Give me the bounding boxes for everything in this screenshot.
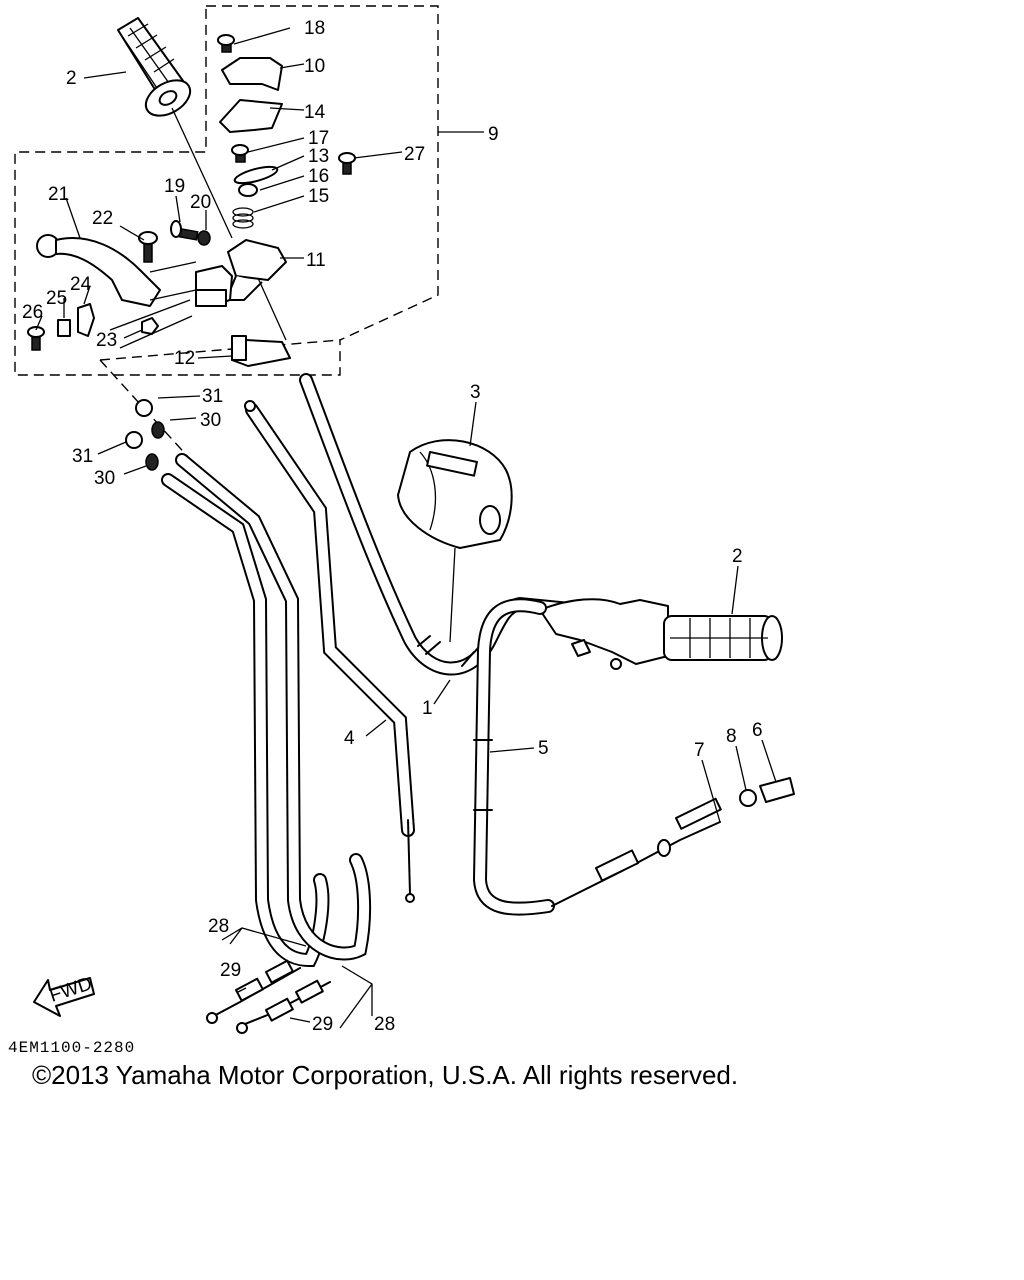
svg-text:1: 1 bbox=[422, 698, 433, 719]
clip-6 bbox=[759, 777, 795, 803]
svg-text:22: 22 bbox=[92, 208, 113, 229]
svg-text:27: 27 bbox=[404, 144, 425, 165]
gasket-14 bbox=[219, 99, 283, 133]
cover-10 bbox=[221, 57, 283, 91]
svg-text:17: 17 bbox=[308, 128, 329, 149]
svg-text:4: 4 bbox=[344, 728, 355, 749]
bracket-24 bbox=[77, 303, 95, 337]
cable-adjuster bbox=[551, 777, 795, 907]
copyright-notice: ©2013 Yamaha Motor Corporation, U.S.A. A… bbox=[32, 1060, 739, 1090]
svg-text:30: 30 bbox=[200, 410, 221, 431]
handlebar-1 bbox=[299, 373, 607, 676]
svg-text:21: 21 bbox=[48, 184, 69, 205]
svg-text:5: 5 bbox=[538, 738, 549, 759]
adjuster-30-top bbox=[151, 421, 165, 439]
spring-15 bbox=[232, 207, 254, 229]
svg-text:15: 15 bbox=[308, 186, 329, 207]
cable-ends-29 bbox=[206, 959, 331, 1034]
svg-text:26: 26 bbox=[22, 302, 43, 323]
bolt-19 bbox=[170, 220, 199, 241]
svg-text:30: 30 bbox=[94, 468, 115, 489]
nut-20 bbox=[197, 230, 211, 246]
adjuster-30-bottom bbox=[145, 453, 159, 471]
left-grip bbox=[117, 17, 192, 117]
svg-text:29: 29 bbox=[312, 1014, 333, 1035]
screw-17 bbox=[231, 144, 249, 163]
svg-text:28: 28 bbox=[208, 916, 229, 937]
screw-18 bbox=[217, 34, 235, 53]
svg-text:20: 20 bbox=[190, 192, 211, 213]
svg-text:7: 7 bbox=[694, 740, 705, 761]
svg-text:18: 18 bbox=[304, 18, 325, 39]
svg-text:23: 23 bbox=[96, 330, 117, 351]
bolt-26 bbox=[27, 326, 45, 351]
svg-text:31: 31 bbox=[72, 446, 93, 467]
collar-25 bbox=[57, 319, 71, 337]
svg-text:19: 19 bbox=[164, 176, 185, 197]
svg-text:9: 9 bbox=[488, 124, 499, 145]
svg-text:28: 28 bbox=[374, 1014, 395, 1035]
svg-text:3: 3 bbox=[470, 382, 481, 403]
svg-text:6: 6 bbox=[752, 720, 763, 741]
svg-text:16: 16 bbox=[308, 166, 329, 187]
callout-labels: 2 18 10 14 9 17 13 16 15 27 11 21 19 20 … bbox=[22, 18, 763, 1035]
switch-housing-3 bbox=[397, 439, 513, 549]
svg-text:2: 2 bbox=[66, 68, 77, 89]
cable-4 bbox=[244, 400, 415, 903]
svg-text:25: 25 bbox=[46, 288, 67, 309]
svg-text:2: 2 bbox=[732, 546, 743, 567]
nut-8 bbox=[739, 789, 757, 807]
svg-text:12: 12 bbox=[174, 348, 195, 369]
plate-13 bbox=[233, 165, 279, 185]
cables-28 bbox=[161, 453, 372, 968]
right-grip bbox=[539, 598, 783, 670]
throttle-housing-11 bbox=[227, 239, 287, 281]
svg-text:13: 13 bbox=[308, 146, 329, 167]
svg-text:10: 10 bbox=[304, 56, 325, 77]
svg-text:31: 31 bbox=[202, 386, 223, 407]
svg-text:14: 14 bbox=[304, 102, 326, 123]
svg-text:24: 24 bbox=[70, 274, 92, 295]
drawing-code: 4EM1100-2280 bbox=[8, 1039, 135, 1057]
svg-text:29: 29 bbox=[220, 960, 241, 981]
bolt-22 bbox=[138, 231, 158, 263]
clip-31-bottom bbox=[125, 431, 143, 449]
brake-lever-21 bbox=[55, 237, 161, 307]
screw-27 bbox=[338, 152, 356, 175]
throttle-cable-5 bbox=[472, 598, 555, 916]
washer-16 bbox=[238, 183, 258, 197]
clip-31-top bbox=[135, 399, 153, 417]
svg-text:11: 11 bbox=[306, 250, 326, 271]
svg-text:8: 8 bbox=[726, 726, 737, 747]
assembly-boundary-9 bbox=[14, 5, 439, 471]
fwd-arrow-icon: FWD bbox=[33, 973, 95, 1017]
leader-lines bbox=[35, 27, 777, 1029]
